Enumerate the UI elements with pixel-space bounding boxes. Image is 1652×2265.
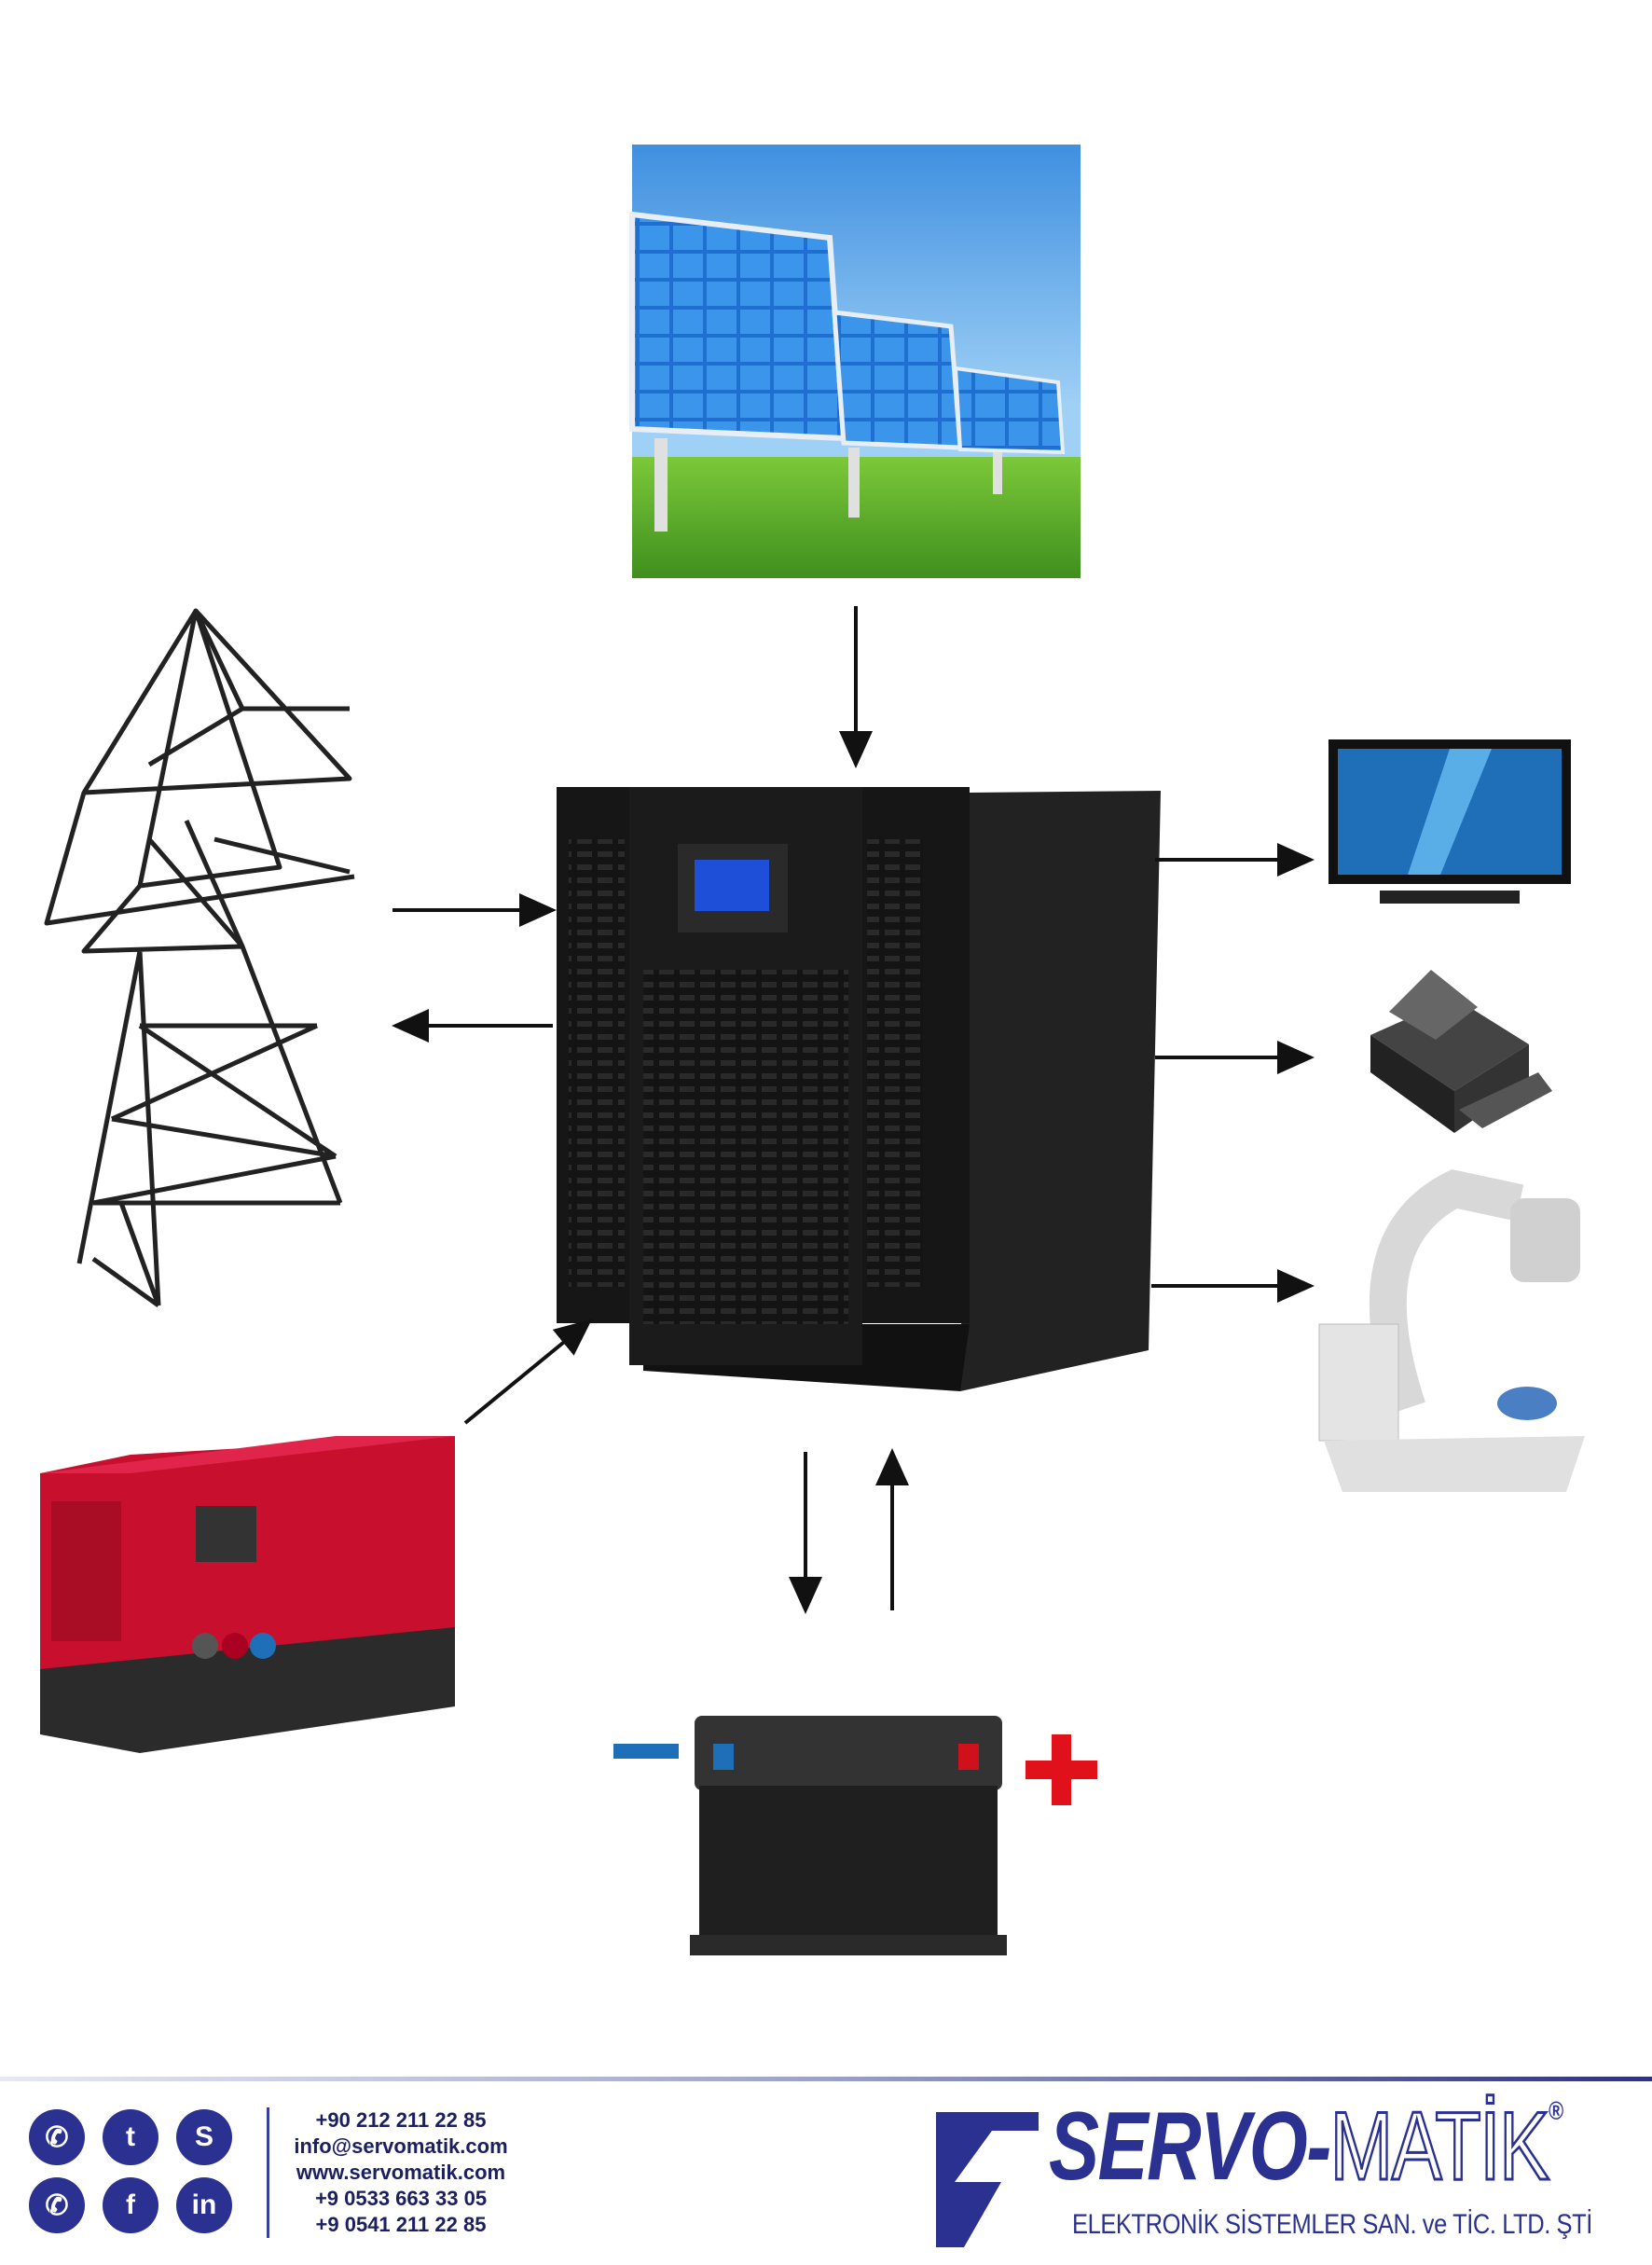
servomatik-logo-mark: [936, 2112, 1039, 2247]
positive-terminal-sign: [1026, 1734, 1097, 1805]
brand-name-bold: SERVO-: [1049, 2092, 1331, 2201]
footer: ✆ t S ✆ f in +90 212 211 22 85 info@serv…: [0, 2070, 1652, 2265]
power-grid-tower: [44, 608, 355, 1308]
brand-name: SERVO-MATİK®: [1049, 2096, 1563, 2197]
skype-icon[interactable]: S: [176, 2109, 232, 2165]
battery-icon: [690, 1716, 1007, 1955]
brand-name-outline: MATİK: [1328, 2092, 1550, 2201]
facebook-icon[interactable]: f: [103, 2177, 158, 2233]
whatsapp-icon[interactable]: ✆: [29, 2177, 85, 2233]
company-tagline: ELEKTRONİK SİSTEMLER SAN. ve TİC. LTD. Ş…: [1072, 2209, 1592, 2240]
registered-mark: ®: [1548, 2096, 1563, 2125]
medical-c-arm-icon: [1318, 1168, 1585, 1492]
website-link[interactable]: www.servomatik.com: [296, 2161, 506, 2184]
ups-lcd-screen: [695, 860, 769, 911]
email-link[interactable]: info@servomatik.com: [294, 2134, 508, 2158]
diesel-generator-icon: [40, 1436, 455, 1753]
arrow-generator-to-ups: [463, 1319, 593, 1425]
ups-cabinet: [557, 787, 1161, 1391]
power-flow-diagram: [40, 145, 1585, 1955]
printer-icon: [1370, 970, 1552, 1133]
phone-number-1[interactable]: +90 212 211 22 85: [315, 2108, 487, 2132]
twitter-icon[interactable]: t: [103, 2109, 158, 2165]
contact-divider: [267, 2107, 269, 2238]
linkedin-icon[interactable]: in: [176, 2177, 232, 2233]
footer-divider-line: [0, 2077, 1652, 2081]
phone-icon[interactable]: ✆: [29, 2109, 85, 2165]
negative-terminal-sign: [613, 1744, 679, 1759]
phone-number-3[interactable]: +9 0541 211 22 85: [315, 2213, 487, 2236]
television-icon: [1328, 739, 1571, 904]
solar-panels-image: [629, 145, 1081, 578]
phone-number-2[interactable]: +9 0533 663 33 05: [314, 2187, 488, 2210]
